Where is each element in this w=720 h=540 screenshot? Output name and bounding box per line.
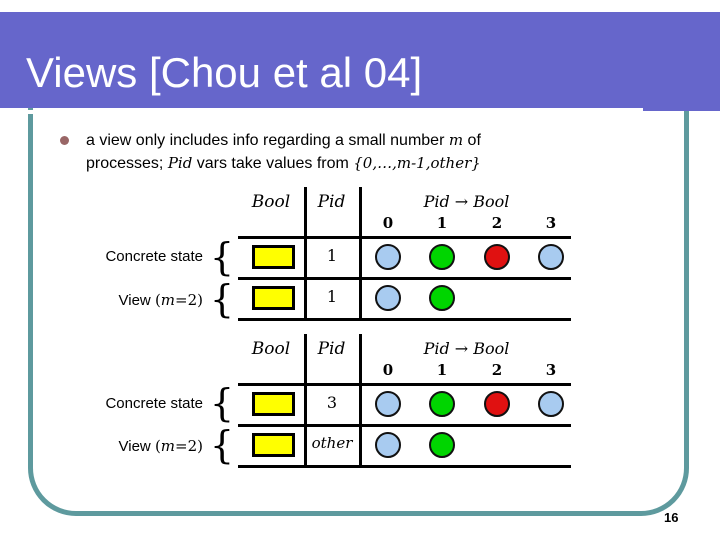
table-hline xyxy=(238,465,571,468)
bool-value-swatch xyxy=(252,433,295,457)
process-state-circle xyxy=(375,432,401,458)
brace-icon: { xyxy=(209,423,235,467)
pid-value: 1 xyxy=(326,246,338,265)
pid-value: other xyxy=(311,434,353,452)
page-title: Views [Chou et al 04] xyxy=(26,49,423,96)
index-header-1: 1 xyxy=(436,361,448,379)
col-header-bool: Bool xyxy=(251,192,291,212)
title-bar-step xyxy=(643,108,720,111)
process-state-circle xyxy=(375,244,401,270)
table-vline xyxy=(304,334,307,468)
row-label-concrete-state: Concrete state xyxy=(105,395,203,412)
bullet-line-1: a view only includes info regarding a sm… xyxy=(86,131,481,149)
row-label-view: View (m=2) xyxy=(118,437,203,455)
col-header-bool: Bool xyxy=(251,339,291,359)
row-label-view: View (m=2) xyxy=(118,291,203,309)
table-row: 3 xyxy=(238,384,571,424)
table-hline xyxy=(238,277,571,280)
col-header-pid: Pid xyxy=(317,339,346,359)
table-vline xyxy=(304,187,307,321)
process-state-circle xyxy=(375,285,401,311)
table-vline xyxy=(359,334,362,468)
index-header-2: 2 xyxy=(491,361,503,379)
index-header-0: 0 xyxy=(382,361,394,379)
process-state-circle xyxy=(429,285,455,311)
col-header-pid-bool: Pid → Bool xyxy=(423,339,510,358)
process-state-circle xyxy=(375,391,401,417)
col-header-pid: Pid xyxy=(317,192,346,212)
index-header-1: 1 xyxy=(436,214,448,232)
pid-value: 3 xyxy=(326,393,338,412)
title-underline xyxy=(0,110,643,114)
table-hline xyxy=(238,424,571,427)
page-number: 16 xyxy=(664,510,679,525)
table-vline xyxy=(359,187,362,321)
state-table-1: Bool Pid Pid → Bool 0 1 2 3 1 1 xyxy=(238,187,571,321)
table-hline xyxy=(238,236,571,239)
process-state-circle xyxy=(538,391,564,417)
process-state-circle xyxy=(538,244,564,270)
bool-value-swatch xyxy=(252,392,295,416)
col-header-pid-bool: Pid → Bool xyxy=(423,192,510,211)
process-state-circle xyxy=(484,391,510,417)
brace-icon: { xyxy=(209,381,235,425)
bool-value-swatch xyxy=(252,286,295,310)
state-table-2: Bool Pid Pid → Bool 0 1 2 3 3 other xyxy=(238,334,571,468)
brace-icon: { xyxy=(209,235,235,279)
title-bar: Views [Chou et al 04] xyxy=(0,12,720,114)
bool-value-swatch xyxy=(252,245,295,269)
brace-icon: { xyxy=(209,277,235,321)
pid-value: 1 xyxy=(326,287,338,306)
table-row: 1 xyxy=(238,278,571,318)
index-header-3: 3 xyxy=(545,214,557,232)
process-state-circle xyxy=(484,244,510,270)
row-label-concrete-state: Concrete state xyxy=(105,248,203,265)
bullet-line-2: processes; Pid vars take values from {0,… xyxy=(86,154,481,172)
table-row: 1 xyxy=(238,237,571,277)
process-state-circle xyxy=(429,244,455,270)
index-header-3: 3 xyxy=(545,361,557,379)
index-header-2: 2 xyxy=(491,214,503,232)
bullet-marker-icon xyxy=(60,136,69,145)
table-hline xyxy=(238,383,571,386)
bullet-text: a view only includes info regarding a sm… xyxy=(86,129,626,175)
index-header-0: 0 xyxy=(382,214,394,232)
table-row: other xyxy=(238,425,571,465)
table-hline xyxy=(238,318,571,321)
process-state-circle xyxy=(429,391,455,417)
process-state-circle xyxy=(429,432,455,458)
